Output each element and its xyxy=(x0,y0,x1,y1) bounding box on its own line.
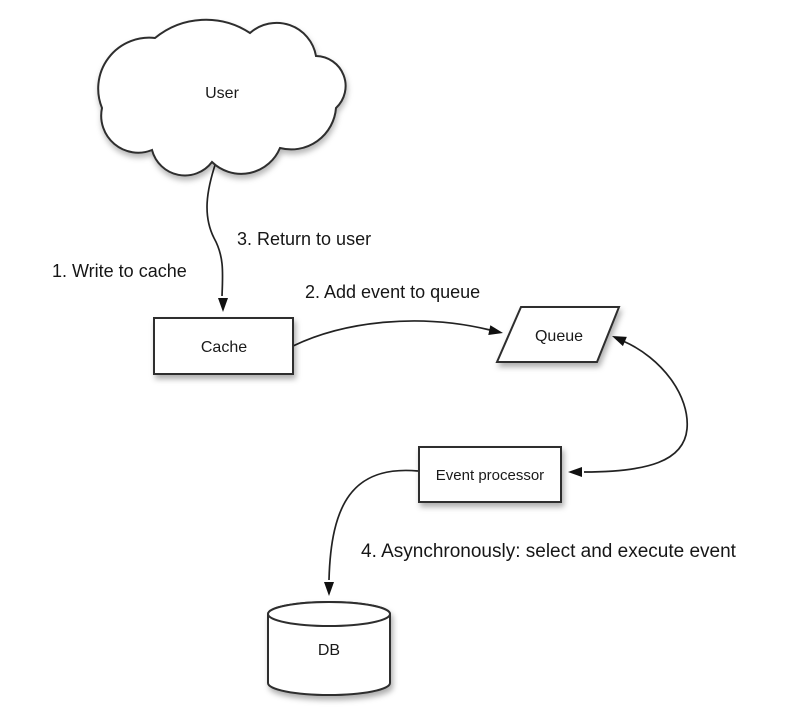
event-processor-shape xyxy=(418,446,562,503)
event-processor-label: Event processor xyxy=(436,467,544,484)
arrow-processor-to-db xyxy=(324,469,419,596)
arrow-user-to-cache-head xyxy=(218,298,228,312)
arrow-cache-to-queue-line xyxy=(292,320,491,347)
arrow-user-to-cache xyxy=(206,161,228,312)
arrow-cache-to-queue-head xyxy=(488,325,503,335)
cache-label: Cache xyxy=(201,339,247,356)
queue-shape xyxy=(495,306,621,363)
arrow-cache-to-queue xyxy=(292,320,503,347)
node-event-processor: Event processor xyxy=(418,446,562,503)
arrow-user-to-cache-line xyxy=(206,161,224,297)
arrow-processor-to-db-head xyxy=(324,582,334,596)
db-cylinder-top-rim xyxy=(267,601,391,627)
cache-shape xyxy=(153,317,294,375)
edge-label-write-to-cache: 1. Write to cache xyxy=(52,261,187,281)
arrow-queue-processor-line xyxy=(583,340,688,473)
user-label: User xyxy=(205,85,239,102)
user-cloud-shape xyxy=(97,18,347,177)
arrow-into-queue-head xyxy=(612,336,627,347)
node-cache: Cache xyxy=(153,317,294,375)
queue-label: Queue xyxy=(535,328,583,345)
node-user: User xyxy=(97,18,347,177)
node-db: DB xyxy=(267,601,391,696)
arrow-queue-processor-loop xyxy=(568,336,688,477)
node-queue: Queue xyxy=(495,306,621,363)
db-label: DB xyxy=(318,642,340,659)
edge-label-async-execute: 4. Asynchronously: select and execute ev… xyxy=(361,541,737,562)
arrow-into-processor-head xyxy=(568,467,582,477)
arrow-processor-to-db-line xyxy=(328,469,419,581)
edge-label-return-to-user: 3. Return to user xyxy=(237,229,371,249)
edge-label-add-event-to-queue: 2. Add event to queue xyxy=(305,282,480,302)
